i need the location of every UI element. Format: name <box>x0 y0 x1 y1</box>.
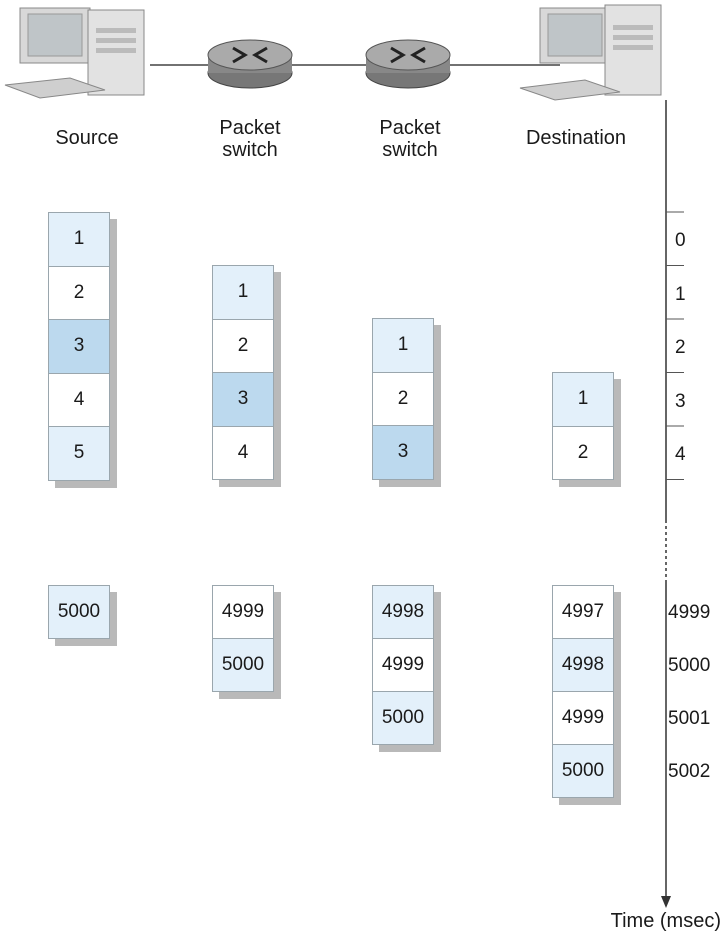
packet-switch1-5000: 5000 <box>212 638 274 692</box>
time-axis-ticks <box>666 211 684 480</box>
packet-switch1-4: 4 <box>212 425 274 480</box>
packet-destination-4999: 4999 <box>552 691 614 745</box>
time-axis-label: Time (msec) <box>610 910 721 932</box>
time-tick-label: 2 <box>675 337 686 358</box>
time-tick-label: 0 <box>675 230 686 251</box>
packet-switch2-4998: 4998 <box>372 585 434 639</box>
source-label: Source <box>55 127 119 149</box>
packet-source-1: 1 <box>48 212 110 267</box>
packet-switch2-2: 2 <box>372 371 434 426</box>
packet-switch2-5000: 5000 <box>372 691 434 745</box>
packet-destination-4997: 4997 <box>552 585 614 639</box>
time-axis-arrow <box>661 896 671 908</box>
packet-switch1-2: 2 <box>212 318 274 373</box>
time-tick-label: 5001 <box>668 708 711 729</box>
router-icon <box>365 39 451 89</box>
packet-source-5: 5 <box>48 426 110 481</box>
time-tick-label: 3 <box>675 390 686 412</box>
packet-destination-1: 1 <box>552 372 614 427</box>
computer-icon <box>4 7 145 99</box>
packet-destination-5000: 5000 <box>552 744 614 798</box>
packet-destination-2: 2 <box>552 425 614 480</box>
time-tick-label: 4999 <box>668 602 711 623</box>
time-tick-label: 5000 <box>668 655 711 676</box>
time-tick-label: 4 <box>675 444 686 465</box>
packet-source-2: 2 <box>48 265 110 320</box>
packet-source-4: 4 <box>48 372 110 427</box>
computer-icon <box>519 4 662 101</box>
time-tick-label: 1 <box>675 283 686 305</box>
destination-label: Destination <box>525 127 627 149</box>
packet-switch1-3: 3 <box>212 372 274 427</box>
router-icon <box>207 39 293 89</box>
packet-source-5000: 5000 <box>48 585 110 639</box>
packet-switch2-4999: 4999 <box>372 638 434 692</box>
time-tick-label: 5002 <box>668 761 711 782</box>
packet-switch2-1: 1 <box>372 318 434 373</box>
packet-switch1-1: 1 <box>212 265 274 320</box>
packet-source-3: 3 <box>48 319 110 374</box>
packet-switch1-4999: 4999 <box>212 585 274 639</box>
packet-destination-4998: 4998 <box>552 638 614 692</box>
packet-switch2-3: 3 <box>372 425 434 480</box>
